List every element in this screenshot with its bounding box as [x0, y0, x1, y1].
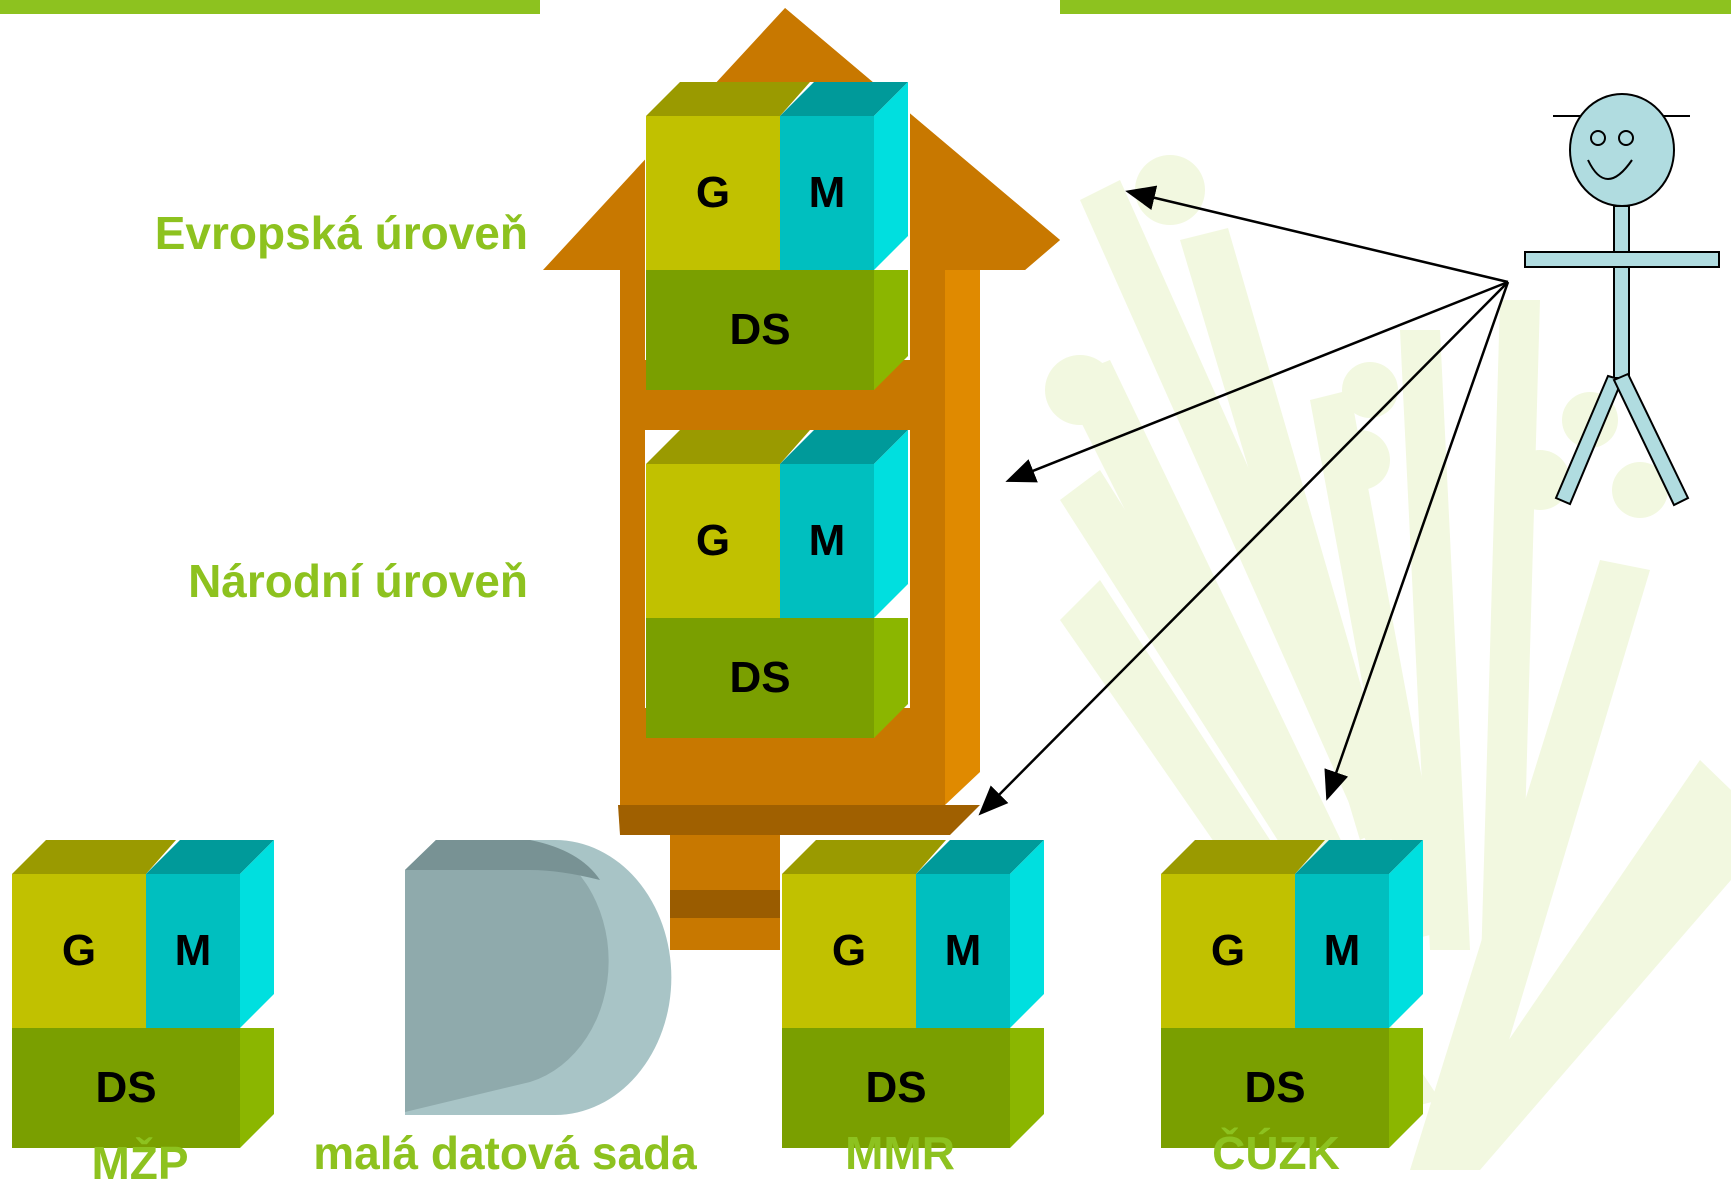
geo-label: G [1210, 926, 1246, 975]
geo-label: G [695, 168, 731, 217]
meta-label: M [944, 926, 982, 975]
mzp-data-block: G M DS [12, 840, 274, 1148]
provider-label-mmr: MMR [845, 1127, 955, 1179]
provider-label-cuzk: ČÚZK [1212, 1127, 1340, 1179]
eu-data-block: G M DS [646, 82, 908, 390]
meta-label: M [808, 168, 846, 217]
meta-label: M [1323, 926, 1361, 975]
geo-label: G [831, 926, 867, 975]
provider-label-mzp: MŽP [91, 1137, 189, 1189]
dataset-label: DS [865, 1063, 927, 1112]
meta-label: M [174, 926, 212, 975]
national-data-block: G M DS [646, 430, 908, 738]
geo-label: G [695, 516, 731, 565]
cuzk-data-block: G M DS [1161, 840, 1423, 1148]
access-arrows [978, 185, 1510, 816]
dataset-label: DS [729, 653, 791, 702]
meta-label: M [808, 516, 846, 565]
dataset-label: DS [1244, 1063, 1306, 1112]
national-level-label: Národní úroveň [188, 555, 528, 607]
dataset-label: DS [729, 305, 791, 354]
dataset-label: DS [95, 1063, 157, 1112]
provider-label-small-dataset: malá datová sada [313, 1127, 697, 1179]
geo-label: G [61, 926, 97, 975]
european-level-label: Evropská úroveň [154, 207, 528, 259]
mmr-data-block: G M DS [782, 840, 1044, 1148]
